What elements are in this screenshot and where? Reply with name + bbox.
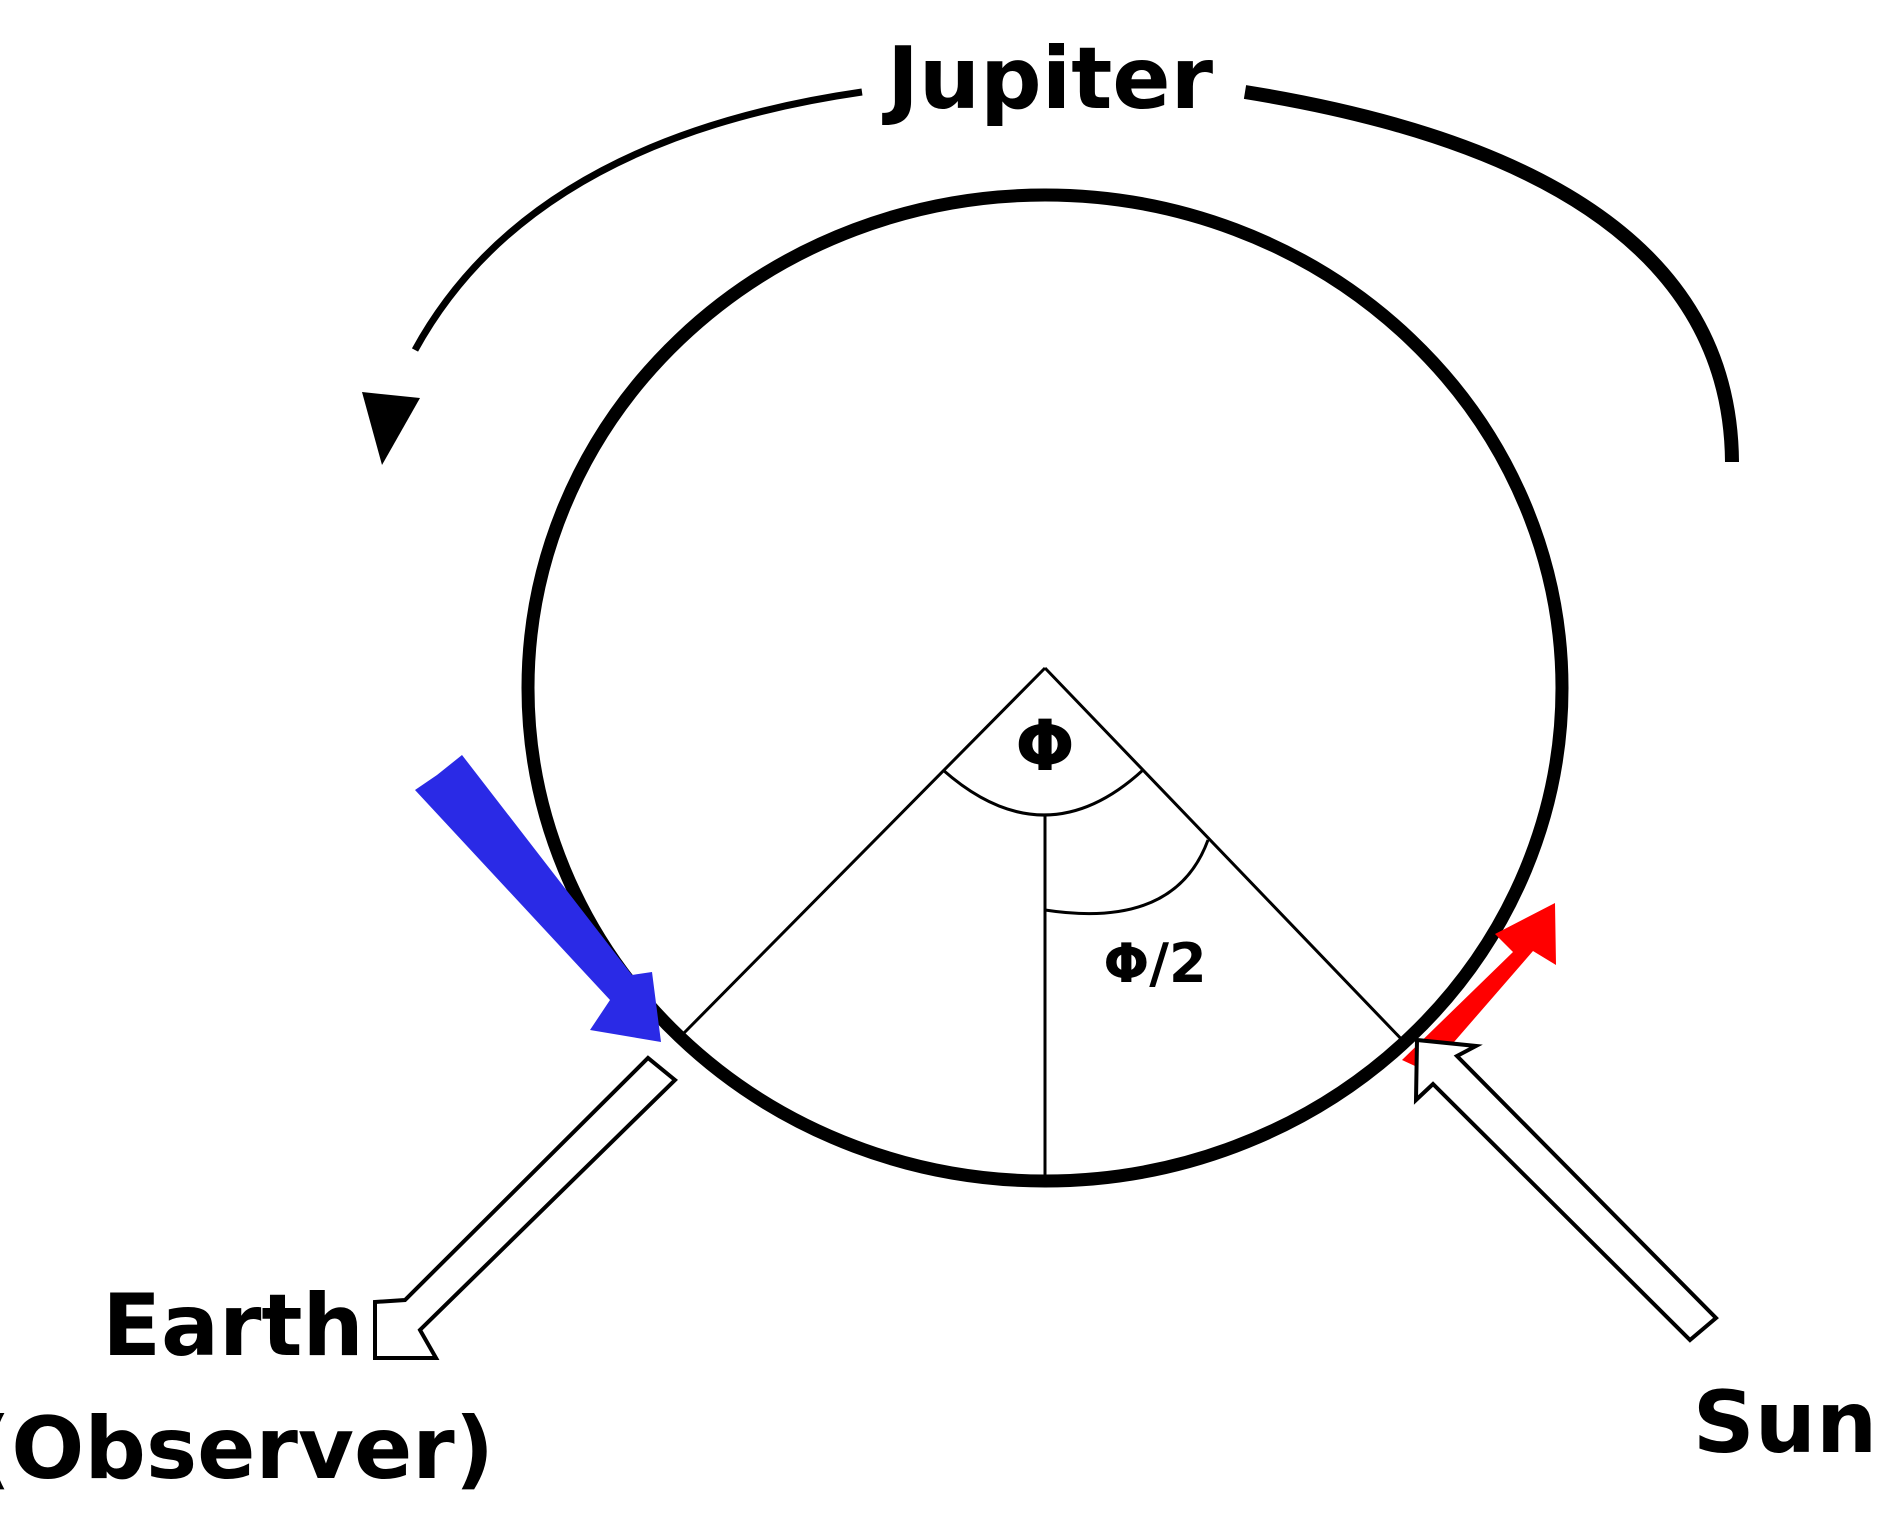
half-phase-angle-arc bbox=[1044, 839, 1210, 916]
earth-label: Earth bbox=[102, 1276, 364, 1376]
rotation-arrowhead-icon bbox=[362, 392, 420, 465]
blue-arrow-icon bbox=[415, 755, 661, 1042]
half-phase-angle-label: Φ/2 bbox=[1103, 932, 1206, 995]
earth-direction-hollow-arrow-icon bbox=[373, 1055, 678, 1360]
phase-angle-label: Φ bbox=[1015, 705, 1075, 787]
red-arrow-icon bbox=[1402, 903, 1556, 1072]
observer-label: (Observer) bbox=[0, 1399, 494, 1499]
phase-angle-arc bbox=[942, 768, 1145, 817]
sun-label: Sun bbox=[1693, 1373, 1877, 1473]
rotation-arc-left bbox=[411, 88, 863, 352]
line-to-sun bbox=[1043, 666, 1409, 1047]
sun-direction-hollow-arrow-icon bbox=[1413, 1037, 1719, 1343]
rotation-arc-right bbox=[1243, 85, 1739, 463]
line-to-earth bbox=[680, 666, 1047, 1037]
planet-disk bbox=[521, 188, 1569, 1188]
planet-title: Jupiter bbox=[882, 29, 1214, 129]
